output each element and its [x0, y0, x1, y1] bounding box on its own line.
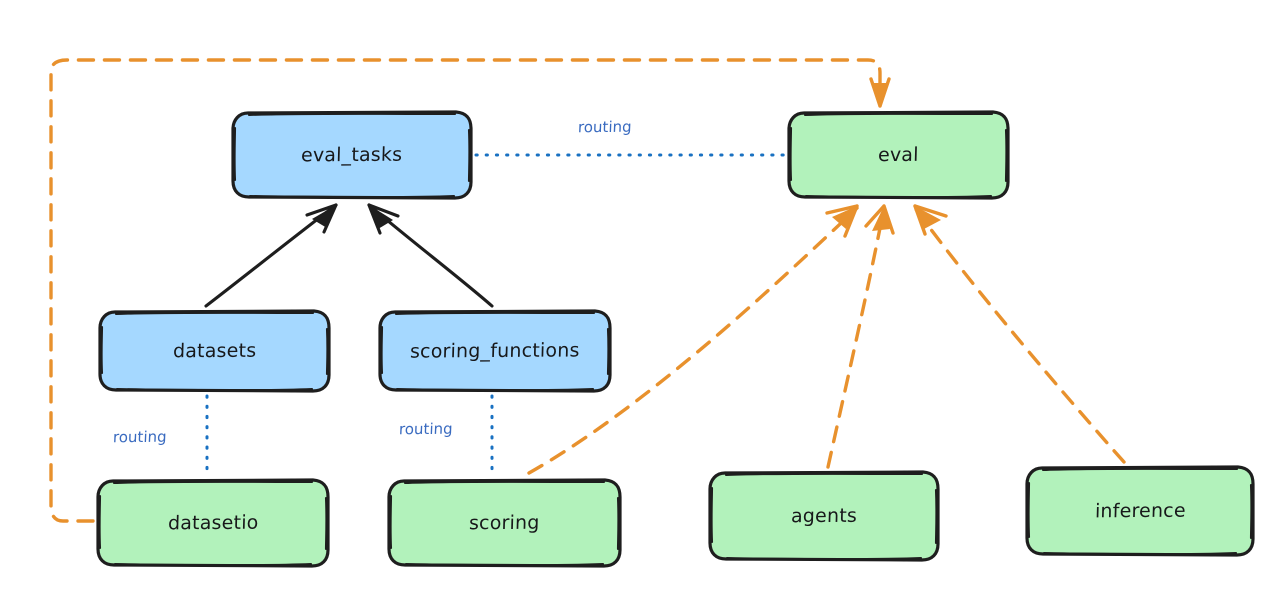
edge-datasets-to-eval-tasks — [204, 203, 338, 308]
edge-label-routing-eval: routing — [577, 117, 632, 137]
edge-scoring-functions-to-eval-tasks — [367, 203, 494, 308]
node-inference[interactable]: inference — [1025, 465, 1255, 557]
node-datasetio[interactable]: datasetio — [96, 478, 330, 568]
node-scoring[interactable]: scoring — [387, 478, 622, 568]
node-eval[interactable]: eval — [787, 110, 1010, 200]
node-eval-tasks-label: eval_tasks — [301, 143, 403, 167]
node-agents[interactable]: agents — [708, 470, 940, 562]
edge-inference-to-eval — [913, 204, 1126, 464]
edge-label-routing-scoring: routing — [398, 419, 453, 439]
node-datasetio-label: datasetio — [167, 511, 259, 535]
edge-label-routing-datasetio: routing — [112, 427, 168, 447]
node-scoring-functions[interactable]: scoring_functions — [378, 309, 612, 393]
node-inference-shape — [1025, 465, 1255, 557]
node-eval-tasks[interactable]: eval_tasks — [231, 110, 473, 200]
node-inference-label: inference — [1094, 499, 1186, 523]
node-eval-label: eval — [877, 143, 920, 167]
edge-agents-to-eval — [826, 204, 895, 469]
node-datasets-label: datasets — [172, 339, 257, 363]
node-scoring-label: scoring — [468, 511, 541, 535]
node-scoring-functions-label: scoring_functions — [409, 339, 581, 363]
node-agents-label: agents — [790, 504, 858, 528]
node-datasets[interactable]: datasets — [98, 309, 331, 393]
